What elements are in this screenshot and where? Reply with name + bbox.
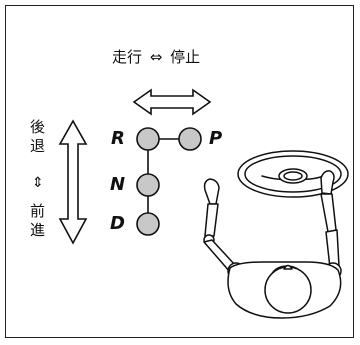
steering-wheel bbox=[237, 150, 349, 198]
side-label-arrow: ⇕ bbox=[32, 175, 44, 191]
gear-knob-r bbox=[136, 127, 160, 151]
top-label: 走行 ⇔ 停止 bbox=[112, 50, 200, 65]
top-label-left: 走行 bbox=[112, 48, 143, 66]
top-label-right: 停止 bbox=[170, 48, 201, 66]
side-label-bottom-char-1: 前 bbox=[30, 202, 46, 220]
side-label-top-char-1: 後 bbox=[30, 118, 46, 136]
vertical-double-arrow bbox=[58, 119, 88, 245]
driver-figure bbox=[203, 150, 349, 319]
gear-knob-d bbox=[136, 212, 160, 236]
gear-knob-n bbox=[136, 173, 160, 197]
gear-label-d: D bbox=[110, 213, 125, 234]
gear-label-p: P bbox=[209, 128, 223, 149]
gear-label-n: N bbox=[110, 174, 126, 195]
horizontal-double-arrow bbox=[132, 88, 212, 116]
head bbox=[264, 266, 312, 314]
gear-label-r: R bbox=[111, 128, 125, 149]
top-label-arrow: ⇔ bbox=[149, 48, 163, 66]
side-label-top-char-2: 退 bbox=[30, 137, 46, 155]
side-label-bottom-char-2: 進 bbox=[30, 221, 46, 239]
gear-knob-p bbox=[178, 127, 202, 151]
